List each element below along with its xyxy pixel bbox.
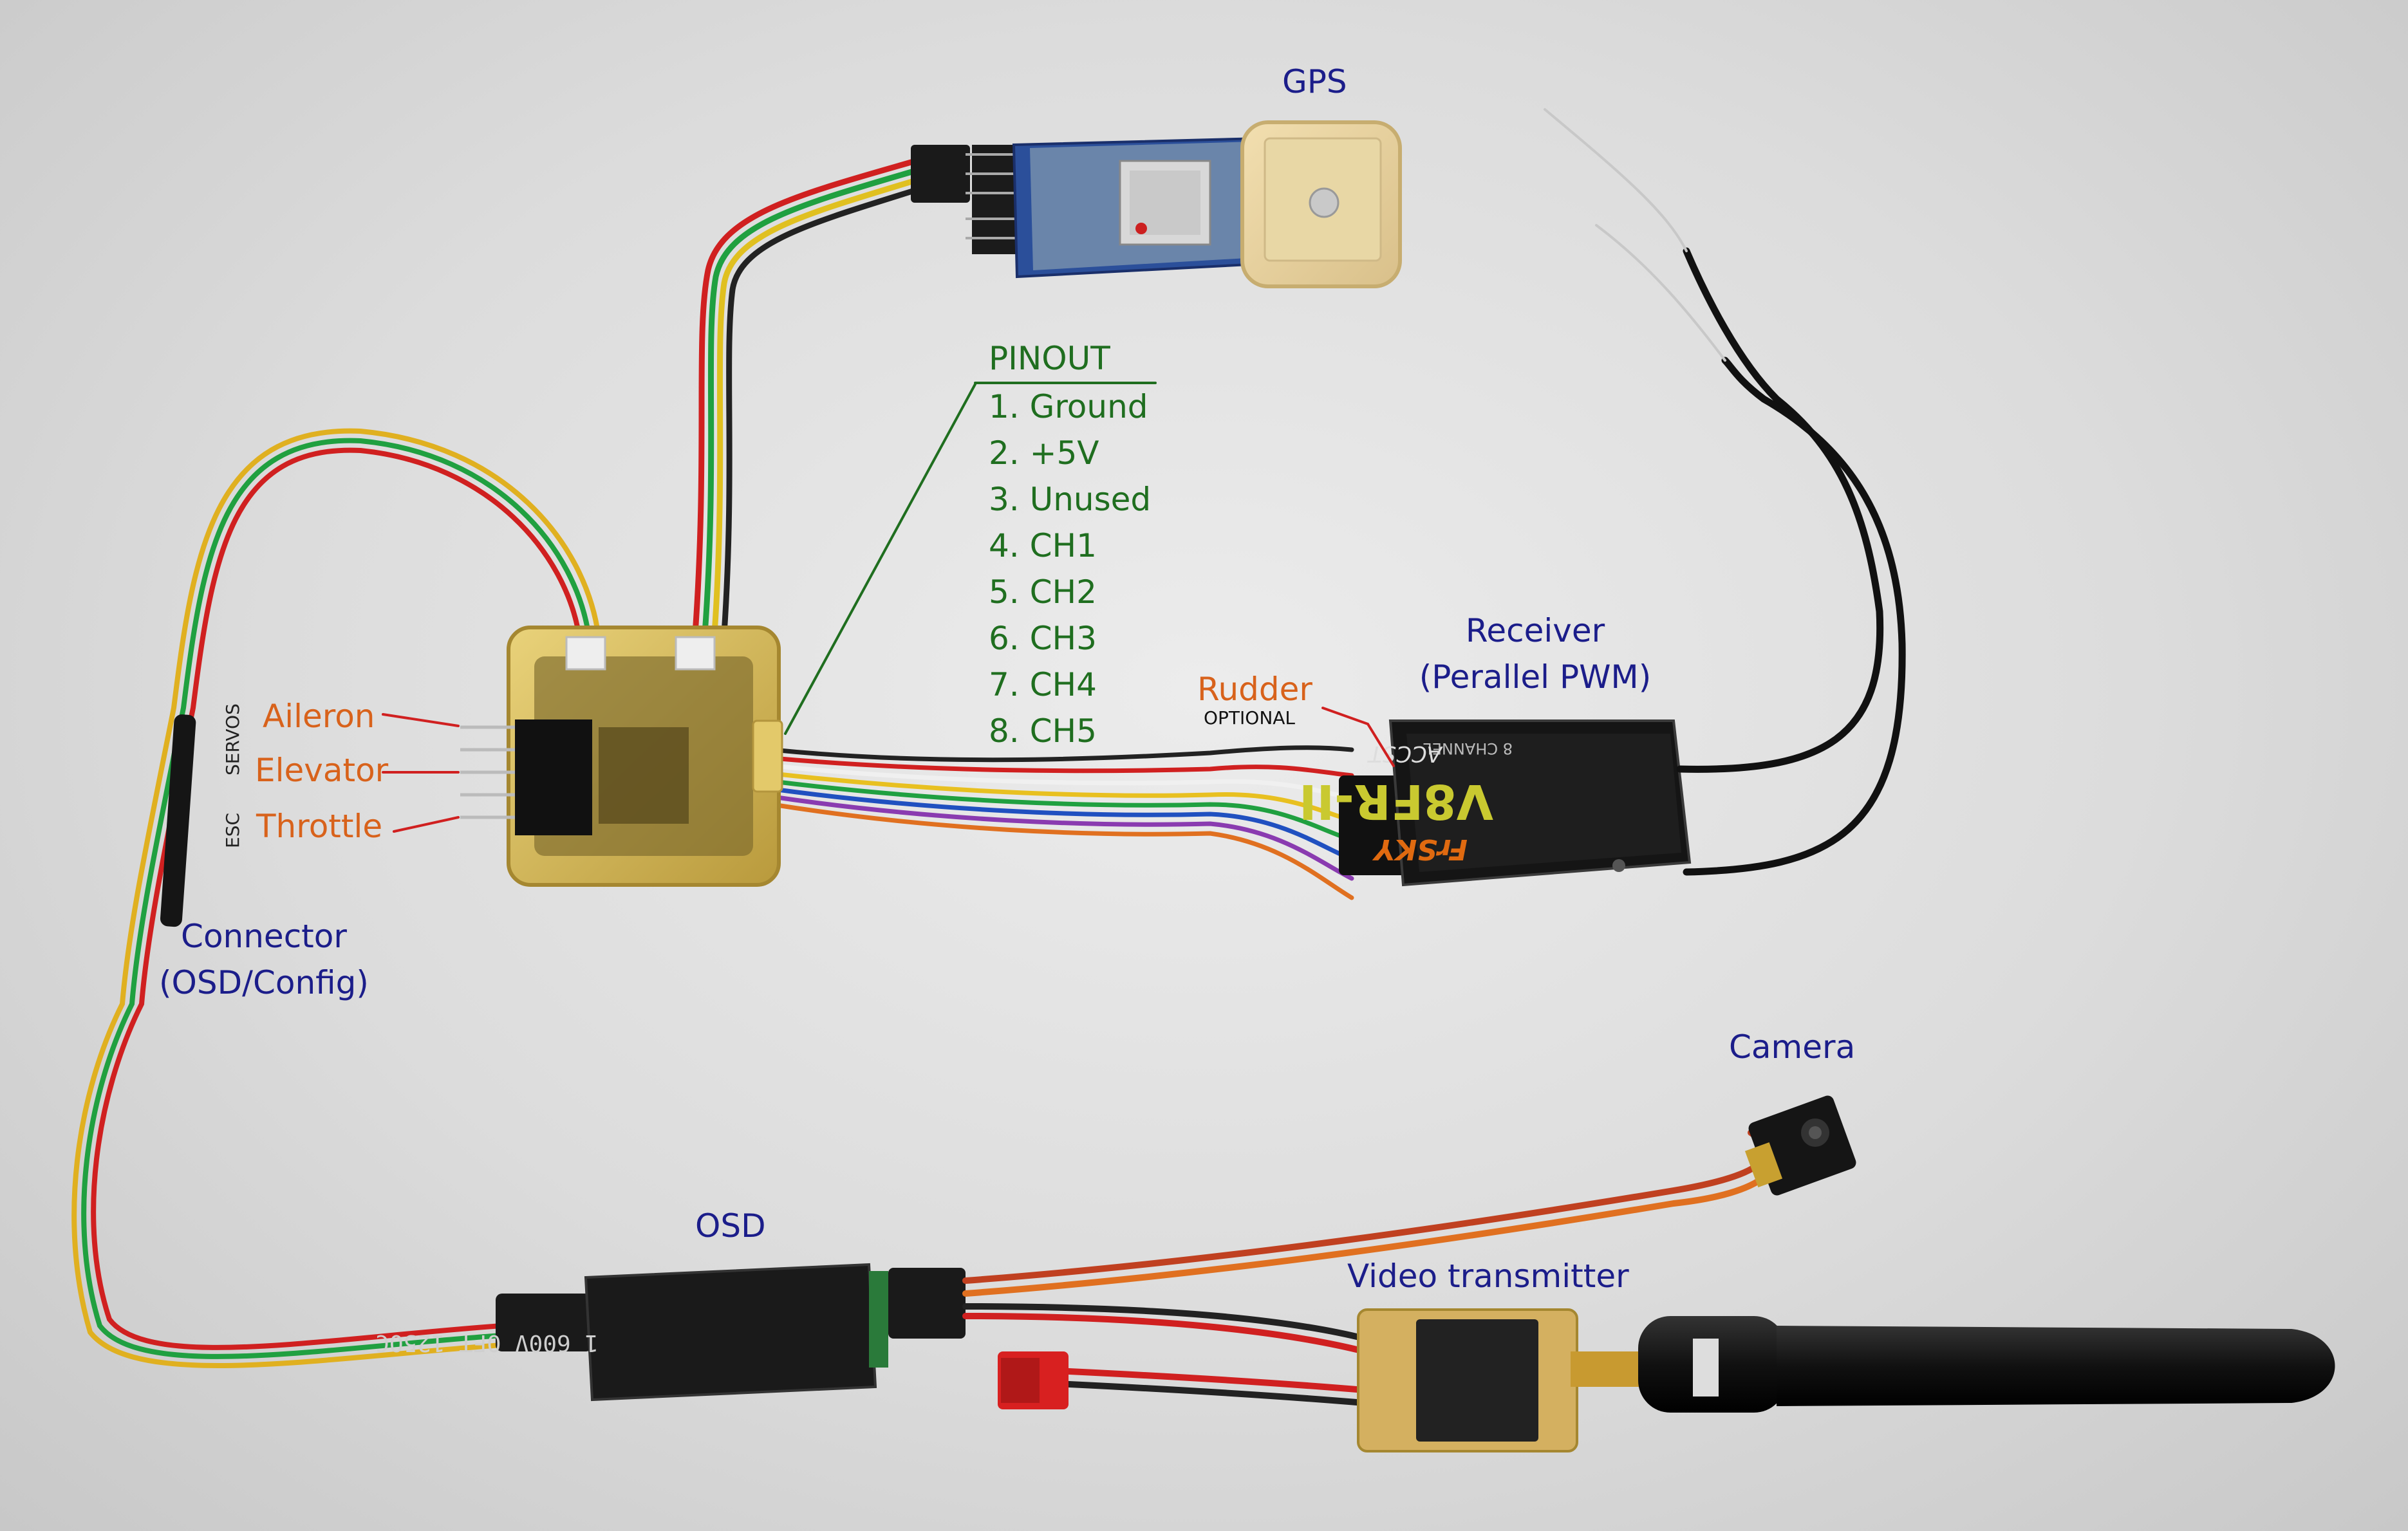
pinout-title: PINOUT	[989, 342, 1110, 375]
pinout-item: 3. Unused	[989, 483, 1151, 515]
osd-module: 1 600V OFT 125OC	[375, 1265, 966, 1400]
video-transmitter-label: Video transmitter	[1347, 1260, 1629, 1292]
pinout-item: 5. CH2	[989, 576, 1097, 608]
connector-label-line1: Connector	[154, 920, 373, 952]
receiver-label-line2: (Perallel PWM)	[1416, 661, 1654, 693]
pinout-item: 8. CH5	[989, 715, 1097, 747]
receiver-label-line1: Receiver	[1416, 615, 1654, 647]
receiver-model-marking: V8FR-II	[1299, 774, 1493, 829]
pinout-item: 4. CH1	[989, 530, 1097, 562]
elevator-label: Elevator	[255, 754, 388, 786]
receiver: V8FR-II FrSKY 8 CHANNEL ACCST	[1299, 721, 1690, 885]
receiver-cable	[772, 748, 1352, 898]
pinout-item: 1. Ground	[989, 391, 1148, 423]
flight-controller	[460, 627, 782, 885]
aileron-label: Aileron	[263, 700, 375, 732]
battery-connector	[998, 1351, 1069, 1409]
pinout-item: 7. CH4	[989, 669, 1097, 701]
rudder-label: Rudder	[1197, 673, 1312, 705]
camera-label: Camera	[1729, 1031, 1855, 1063]
gps-cable	[695, 158, 927, 634]
gps-module	[911, 122, 1400, 286]
receiver-label: Receiver (Perallel PWM)	[1416, 615, 1654, 693]
pinout-item: 6. CH3	[989, 622, 1097, 654]
osd-link-cable	[74, 431, 599, 1366]
receiver-brand-marking: FrSKY	[1372, 833, 1468, 866]
video-transmitter	[1358, 1310, 2335, 1451]
esc-label: ESC	[224, 813, 242, 848]
connector-label-line2: (OSD/Config)	[154, 967, 373, 999]
camera	[1745, 1094, 1858, 1198]
pinout-item: 2. +5V	[989, 437, 1099, 469]
servos-label: SERVOS	[224, 703, 242, 775]
connector-label: Connector (OSD/Config)	[154, 920, 373, 999]
gps-label: GPS	[1282, 66, 1347, 98]
osd-label: OSD	[695, 1210, 766, 1242]
osd-sleeve-marking: 1 600V OFT 125OC	[375, 1330, 599, 1356]
receiver-accst-marking: ACCST	[1367, 741, 1443, 766]
throttle-label: Throttle	[256, 810, 382, 842]
optional-label: OPTIONAL	[1204, 709, 1295, 727]
